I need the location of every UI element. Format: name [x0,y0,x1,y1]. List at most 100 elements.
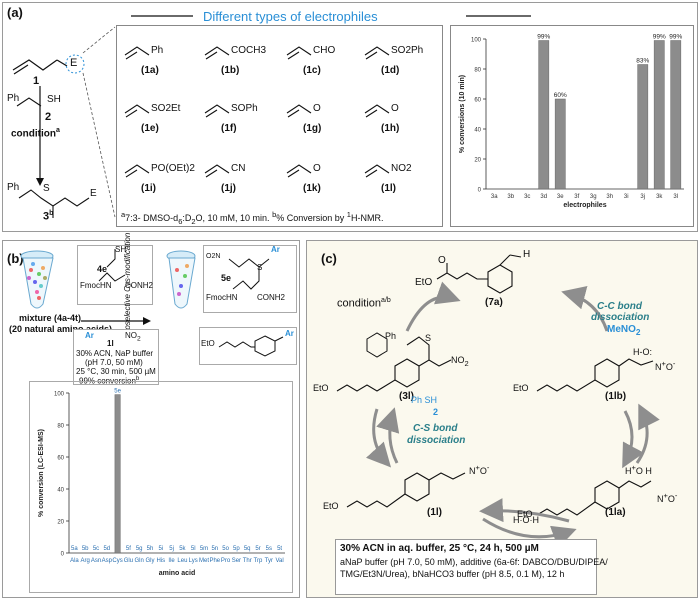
footer-line3: TMG/Et3N/Urea), bNaHCO3 buffer (pH 8.5, … [340,569,565,579]
data-label: 5g [136,546,143,552]
tube-product [166,250,196,309]
data-label: 5e [114,389,121,395]
x-tick-label: Cys [112,558,122,564]
double-bond [125,169,138,178]
double-bond [365,51,378,60]
ar-1l: Ar [85,331,94,340]
double-bond [125,51,138,60]
s-label: S [43,183,50,194]
mixture-label: mixture (4a-4t) [19,313,82,323]
x-tick-label: 3b [507,194,514,200]
eto-ar: EtO [201,339,215,348]
x-tick-label: 3k [656,194,663,200]
data-label: 5m [200,546,208,552]
tube-mixture [20,250,54,309]
x-tick-label: Lys [189,558,198,564]
panel-a-footnote: a7:3- DMSO-d6:D2O, 10 mM, 10 min. b% Con… [121,210,384,226]
cc-dissociation: dissociation [591,312,650,323]
electrophile-group: SOPh [231,103,258,114]
electrophile-structure [364,104,390,118]
x-tick-label: 3d [540,194,547,200]
sh-4e: SH [115,245,127,254]
vinyl-bond [204,46,230,56]
eto-1l: EtO [323,501,339,511]
bar [670,40,682,190]
s-5e: S [257,263,263,272]
bar [554,98,566,190]
double-bond [365,109,378,118]
vinyl-bond [364,164,390,174]
cond3: 25 °C, 30 min, 500 µM [76,367,156,376]
x-tick-label: Tyr [265,558,273,564]
data-label: 60% [554,92,567,99]
electrophile-group: Ph [151,45,164,56]
electrophile-id: (1j) [221,183,236,194]
vinyl-bond [286,164,312,174]
x-tick-label: Arg [81,558,90,564]
electrophile-structure [286,46,312,60]
panel-c: (c) [306,240,698,598]
electrophiles-header: Different types of electrophiles [203,9,378,24]
x-tick-label: 3l [673,194,678,200]
data-label: 5f [126,546,131,552]
data-label: 5q [244,546,251,552]
y-tick-label: 80 [474,68,481,74]
h-aldehyde: H [523,249,531,260]
data-label: 5r [255,546,260,552]
footer-line2: aNaP buffer (pH 7.0, 50 mM), additive (6… [340,557,608,567]
conh2-4e: CONH2 [125,281,154,290]
electrophile-id: (1f) [221,123,237,134]
cond2: (pH 7.0, 50 mM) [85,358,143,367]
bar [637,64,649,190]
electrophile-structure [124,46,150,60]
vinyl-bond [124,46,150,56]
electrophile-id: (1d) [381,65,400,76]
sh-label: SH [47,94,61,105]
data-label: 5b [82,546,89,552]
data-label: 5i [158,546,163,552]
electrophile-group: CN [231,163,246,174]
data-label: 99% [669,34,682,41]
y-tick-label: 40 [474,128,481,134]
chart-b: 020406080100Ala5aArg5bAsn5cAsp5dCys5eGlu… [38,389,285,577]
compound-3l: (3l) [399,391,414,402]
double-bond [287,109,300,118]
o-carbonyl-7a: O [438,255,446,266]
electrophile-group: CHO [313,45,336,56]
data-label: 5s [266,546,272,552]
compound-1l: (1l) [427,507,442,518]
eto-1lb: EtO [513,383,529,393]
x-tick-label: 3g [590,194,597,200]
data-label: 5k [179,546,186,552]
double-bond [365,169,378,178]
y-tick-label: 100 [471,38,482,44]
electrophile-group: O [313,103,321,114]
double-bond [205,51,218,60]
x-tick-label: Thr [243,558,252,564]
electrophile-group: NO2 [391,163,412,174]
meno2: MeNO2 [607,324,641,337]
panel-a-label: (a) [7,5,23,20]
bar [653,40,665,190]
x-tick-label: His [156,558,165,564]
double-bond [287,169,300,178]
data-label: 5a [71,546,78,552]
y-tick-label: 100 [54,392,65,398]
e-label: E [70,57,78,69]
vinyl-bond [364,46,390,56]
y-axis-label: % conversion (LC-ESI-MS) [38,429,45,517]
data-label: 5h [147,546,154,552]
electrophile-structure [204,46,230,60]
electrophile-id: (1a) [141,65,159,76]
compound-7a: (7a) [485,297,503,308]
data-label: 5n [211,546,218,552]
vinyl-bond [124,164,150,174]
eto-7a: EtO [415,277,433,288]
electrophile-structure [286,104,312,118]
x-tick-label: Gly [146,558,155,564]
fmoc-5e: FmocHN [206,293,238,302]
ph-label-3: Ph [7,182,20,193]
cs-dissociation: dissociation [407,435,466,446]
no2-1l: N+O- [469,463,490,476]
panel-b: (b) mixture (4a-4t) (20 natural amino ac… [2,233,300,598]
